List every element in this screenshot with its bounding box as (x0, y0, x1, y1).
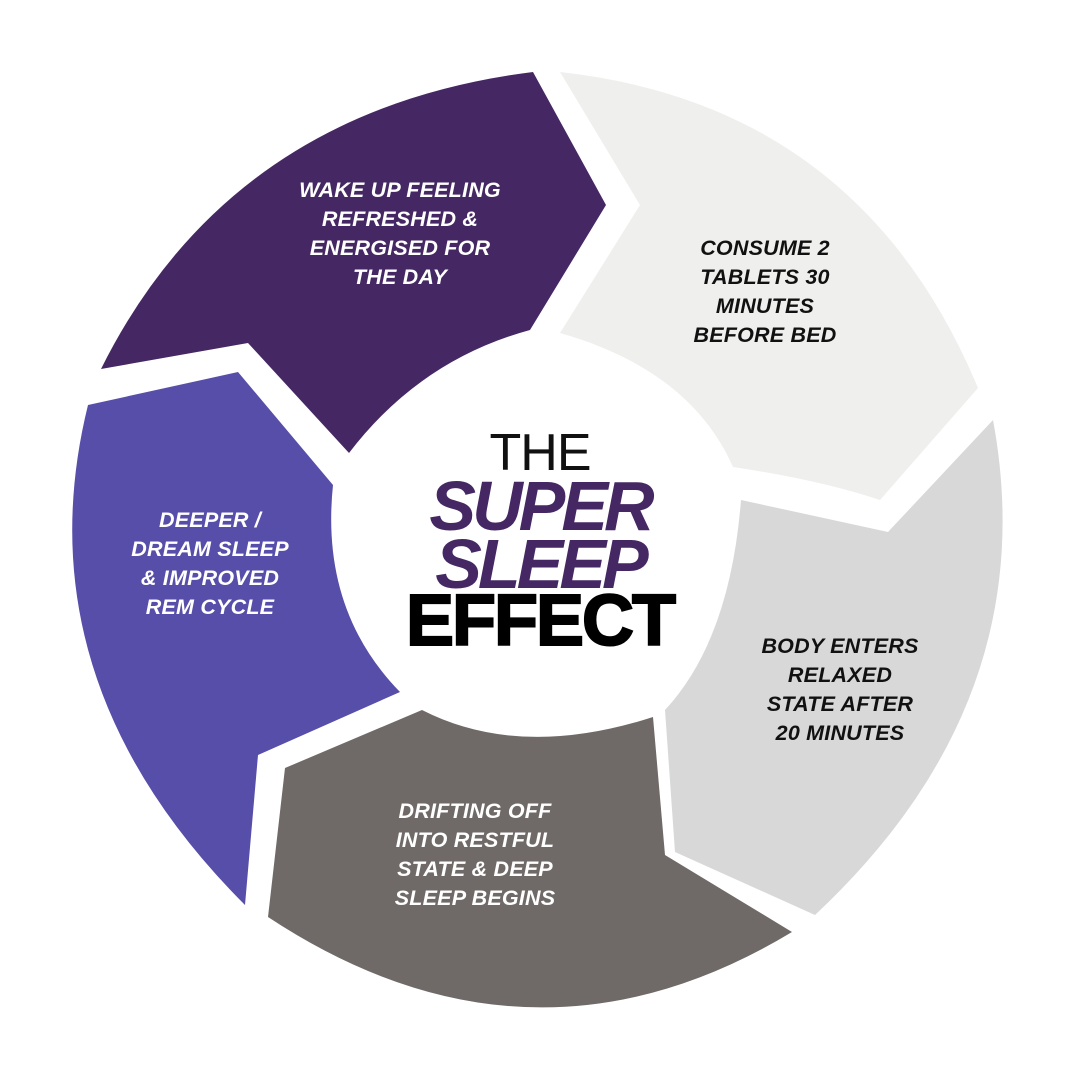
title-effect: EFFECT (405, 581, 677, 661)
step-label-wake: WAKE UP FEELING REFRESHED & ENERGISED FO… (299, 178, 501, 289)
step-label-deeper: DEEPER / DREAM SLEEP & IMPROVED REM CYCL… (131, 508, 289, 619)
segment-body (665, 420, 1003, 915)
title-super: SUPER (429, 467, 654, 545)
step-label-drift: DRIFTING OFF INTO RESTFUL STATE & DEEP S… (394, 799, 556, 910)
segment-consume (560, 72, 978, 500)
segment-deeper (72, 372, 400, 905)
step-label-body: BODY ENTERS RELAXED STATE AFTER 20 MINUT… (761, 634, 919, 745)
segment-drift (268, 710, 792, 1008)
segment-wake (101, 72, 606, 453)
step-label-consume: CONSUME 2 TABLETS 30 MINUTES BEFORE BED (693, 236, 837, 347)
title-sleep: SLEEP (435, 525, 649, 603)
title-the: THE (489, 424, 592, 482)
